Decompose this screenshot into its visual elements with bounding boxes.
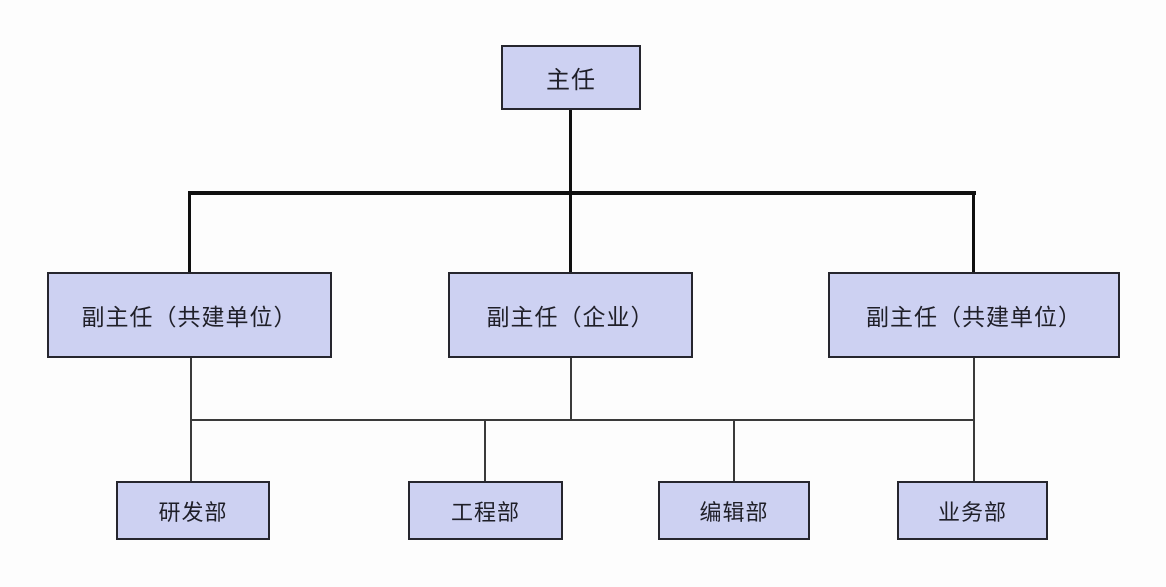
node-dept-rd-label: 研发部 (158, 499, 228, 525)
node-deputy-center: 副主任（企业） (448, 272, 693, 358)
node-dept-rd: 研发部 (116, 481, 270, 540)
node-deputy-right-label: 副主任（共建单位） (866, 304, 1082, 330)
node-deputy-left-label: 副主任（共建单位） (81, 304, 298, 330)
node-deputy-center-label: 副主任（企业） (486, 304, 655, 330)
node-dept-business: 业务部 (897, 481, 1048, 540)
node-dept-engineering: 工程部 (408, 481, 563, 540)
node-deputy-right: 副主任（共建单位） (828, 272, 1120, 358)
connector-bottom-horizontal (190, 419, 975, 421)
connector-to-dept-engineering (484, 420, 486, 481)
node-director-label: 主任 (546, 67, 596, 94)
node-dept-business-label: 业务部 (937, 499, 1007, 525)
connector-top-horizontal (188, 191, 976, 195)
node-director: 主任 (501, 45, 641, 110)
connector-to-dept-editorial (733, 420, 735, 481)
node-dept-engineering-label: 工程部 (450, 499, 520, 525)
connector-deputy-center-down (570, 358, 572, 420)
connector-to-deputy-left (188, 193, 191, 272)
connector-director-down (569, 110, 572, 193)
node-dept-editorial-label: 编辑部 (699, 499, 769, 525)
node-dept-editorial: 编辑部 (658, 481, 810, 540)
connector-to-deputy-right (972, 193, 975, 272)
connector-to-deputy-center (569, 193, 572, 272)
node-deputy-left: 副主任（共建单位） (47, 272, 332, 358)
